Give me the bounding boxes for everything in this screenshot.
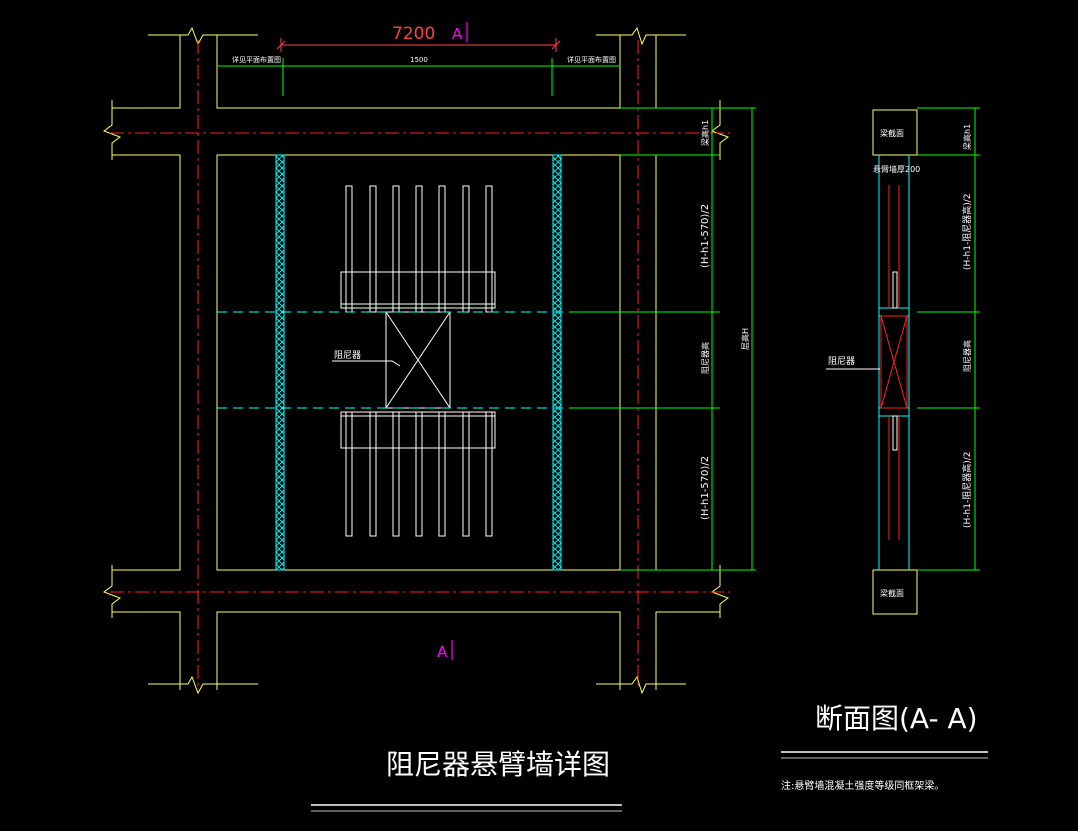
- right-green-dimensions: [570, 107, 756, 571]
- top-dim-right-label: 详见平面布置图: [567, 55, 616, 64]
- section-dim-lower: (H-h1-阻尼器高)/2: [961, 452, 973, 528]
- section-title: 断面图(A- A): [815, 702, 978, 735]
- axis-lines: [110, 40, 730, 690]
- plan-view: 阻尼器 7200 A 1500 详见平面布置图 详见平面布置图: [102, 22, 756, 812]
- section-beam-top: [872, 109, 918, 156]
- right-dim-upper: (H-h1-570)/2: [700, 204, 711, 268]
- top-dim-middle: 1500: [410, 56, 428, 64]
- damper-assembly: [340, 185, 496, 537]
- section-damper-label: 阻尼器: [828, 356, 855, 367]
- section-damper: [880, 315, 908, 409]
- section-letter-top: A: [452, 25, 463, 43]
- section-view: 梁截面 梁截面 阻尼器 悬臂墙厚200: [781, 107, 988, 792]
- right-dim-total: 层高H: [740, 328, 750, 350]
- damper-leader: [332, 360, 401, 367]
- right-dim-top: 梁高h1: [700, 120, 710, 146]
- section-dim-middle: 阻尼器高: [962, 340, 972, 372]
- section-rebar: [888, 185, 900, 540]
- axis-dimension: [276, 38, 561, 52]
- axis-span-value: 7200: [392, 24, 435, 44]
- section-wall: [878, 155, 910, 570]
- right-dim-lower: (H-h1-570)/2: [700, 456, 711, 520]
- section-dim-top: 梁高h1: [962, 124, 972, 150]
- damper-level-lines: [217, 311, 620, 409]
- plan-title: 阻尼器悬臂墙详图: [386, 748, 610, 781]
- cantilever-wall-right: [552, 154, 562, 571]
- section-wall-thickness: 悬臂墙厚200: [873, 164, 920, 174]
- cantilever-wall-left: [275, 154, 285, 571]
- section-beam-bottom: [872, 569, 918, 615]
- section-dim-upper: (H-h1-阻尼器高)/2: [961, 194, 973, 270]
- section-right-dimensions: [917, 107, 980, 571]
- section-beam-label-top: 梁截面: [880, 128, 904, 138]
- right-dim-middle: 阻尼器高: [700, 342, 710, 374]
- section-plates: [892, 271, 898, 451]
- section-note: 注:悬臂墙混凝土强度等级同框架梁。: [781, 779, 944, 792]
- damper-label: 阻尼器: [334, 350, 361, 361]
- top-dim-left-label: 详见平面布置图: [232, 55, 281, 64]
- frame-outline: [102, 26, 730, 695]
- section-letter-bottom: A: [437, 643, 448, 661]
- section-beam-label-bottom: 梁截面: [880, 588, 904, 598]
- top-green-dimension: [217, 58, 620, 96]
